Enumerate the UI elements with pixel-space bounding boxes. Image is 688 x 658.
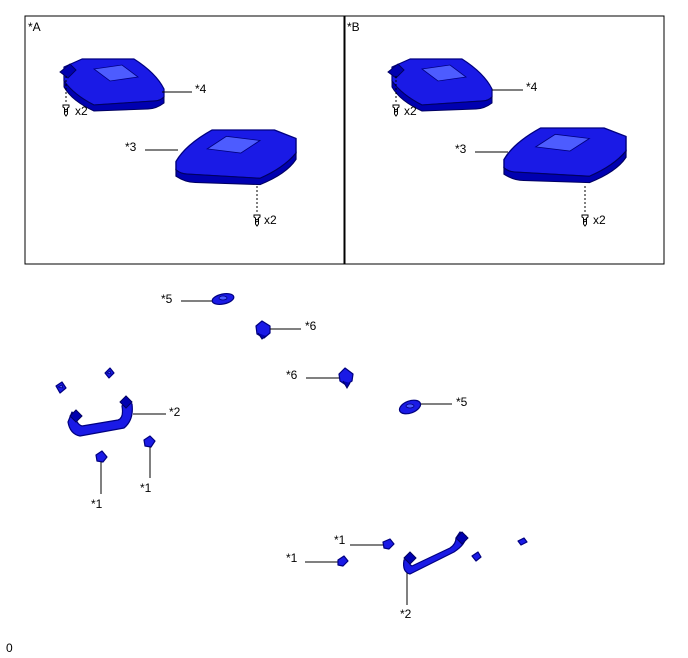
callout-1-left-b: *1	[140, 481, 152, 495]
panel-a-screw-lower	[253, 214, 261, 227]
grip-clip-left-a	[95, 450, 108, 463]
panel-a-screw-qty-lower: x2	[264, 213, 277, 227]
figure-code: 0	[6, 641, 13, 655]
panel-b-frame	[343, 15, 665, 265]
assist-grip-right	[403, 531, 469, 575]
grip-clip-right-a	[382, 538, 395, 550]
panel-b-callout-3: *3	[455, 142, 467, 156]
callout-2-left: *2	[169, 405, 181, 419]
panel-b-callout-4: *4	[526, 80, 538, 94]
callout-2-right: *2	[400, 607, 412, 621]
panel-b-upper-visor	[387, 58, 493, 112]
callout-1-right-b: *1	[286, 551, 298, 565]
assist-grip-left	[67, 395, 133, 437]
panel-a-label: *A	[28, 20, 41, 34]
panel-b-screw-lower	[581, 214, 589, 227]
panel-a-upper-visor	[59, 58, 165, 112]
panel-a-screw-qty-upper: x2	[75, 104, 88, 118]
grip-clip-left-b	[143, 435, 156, 448]
clip-small-right-a	[471, 551, 482, 562]
panel-b-screw-upper	[392, 104, 400, 117]
callout-6-upper: *6	[305, 319, 317, 333]
panel-a-screw-upper	[62, 104, 70, 117]
panel-b-lower-visor	[503, 127, 627, 184]
callout-6-middle: *6	[286, 368, 298, 382]
visor-holder-upper	[211, 293, 235, 305]
callout-5-lower: *5	[456, 395, 468, 409]
panel-b-label: *B	[347, 20, 360, 34]
clip-small-left-b	[104, 367, 115, 379]
visor-clip-middle	[338, 367, 354, 389]
callout-5-upper: *5	[161, 292, 173, 306]
panel-a-frame	[24, 15, 346, 265]
grip-clip-right-b	[337, 555, 349, 567]
panel-b-screw-qty-lower: x2	[593, 213, 606, 227]
clip-small-left-a	[55, 381, 67, 394]
panel-a-callout-3: *3	[125, 140, 137, 154]
panel-b-screw-qty-upper: x2	[404, 104, 417, 118]
clip-small-right-b	[517, 537, 528, 546]
callout-1-right-a: *1	[334, 533, 346, 547]
panel-a-lower-visor	[175, 129, 297, 186]
callout-1-left-a: *1	[91, 497, 103, 511]
visor-clip-upper	[255, 320, 271, 340]
panel-a-callout-4: *4	[195, 82, 207, 96]
visor-holder-lower	[398, 399, 422, 415]
